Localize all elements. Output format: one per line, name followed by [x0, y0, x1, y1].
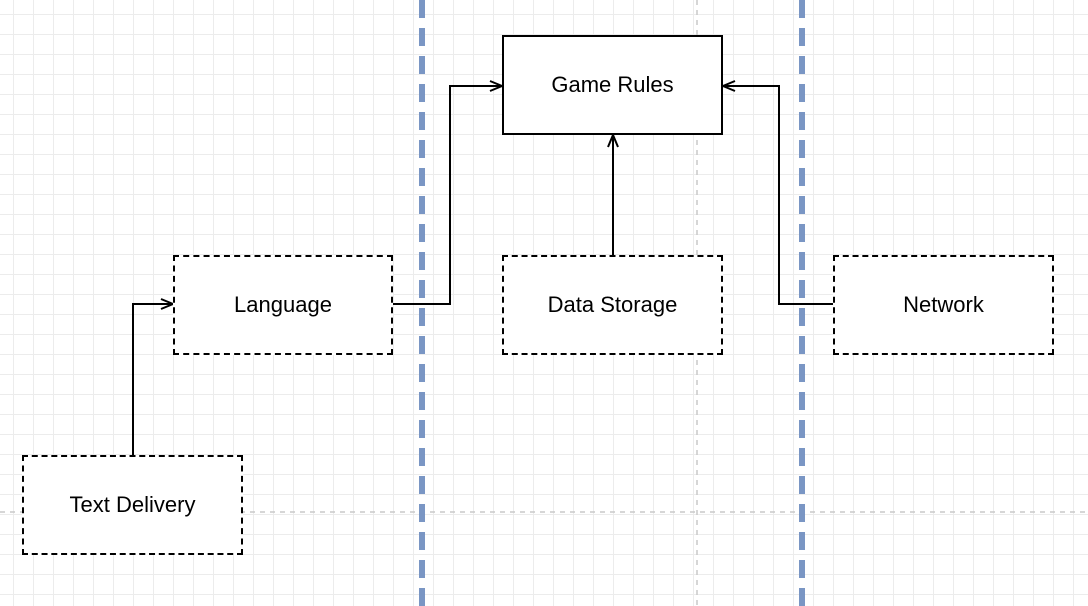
language-label: Language [234, 292, 332, 317]
text-delivery-node[interactable]: Text Delivery [22, 455, 243, 555]
game-rules-label: Game Rules [551, 72, 674, 97]
connector-language-to-game-rules[interactable] [393, 85, 500, 305]
arrowhead-game-rules-right [720, 80, 736, 92]
connector-network-to-game-rules[interactable] [725, 85, 833, 305]
game-rules-node[interactable]: Game Rules [502, 35, 723, 135]
language-node[interactable]: Language [173, 255, 393, 355]
network-node[interactable]: Network [833, 255, 1054, 355]
connector-text-delivery-to-language[interactable] [132, 303, 171, 455]
data-storage-label: Data Storage [547, 292, 678, 317]
text-delivery-label: Text Delivery [69, 492, 196, 517]
data-storage-node[interactable]: Data Storage [502, 255, 723, 355]
network-label: Network [903, 292, 984, 317]
arrowhead-game-rules-bottom [607, 132, 619, 148]
